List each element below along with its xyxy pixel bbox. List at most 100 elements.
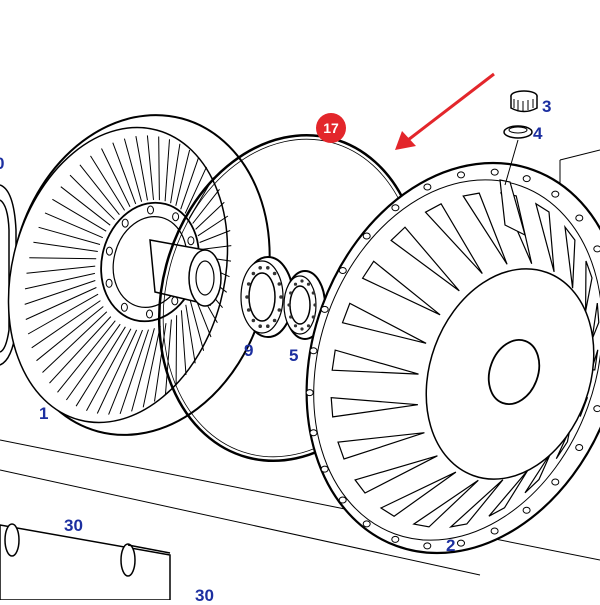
housing-rim-bolt	[320, 465, 329, 473]
bearing-ball	[246, 282, 251, 286]
bearing-ball	[246, 308, 251, 312]
housing-rib	[585, 260, 593, 312]
impeller-vane	[184, 166, 207, 214]
housing-rib	[448, 479, 504, 528]
bearing-ball	[251, 271, 256, 276]
seal-ball	[287, 303, 291, 307]
callout-cut-bottom: 30	[195, 586, 214, 605]
housing-rim-bolt	[309, 429, 318, 437]
impeller-vane	[90, 155, 126, 211]
impeller-vane	[175, 149, 191, 206]
seal-ball	[293, 282, 298, 286]
housing-rim-bolt	[575, 444, 584, 451]
highlighted-callout-17[interactable]: 17	[316, 113, 346, 143]
impeller-vane	[112, 142, 137, 205]
impeller-vane	[185, 304, 196, 364]
bearing-ball	[258, 324, 263, 329]
impeller-vane	[123, 138, 143, 202]
impeller-vane	[33, 241, 98, 252]
hub-bolt-hole	[105, 246, 113, 256]
seal-ball	[289, 291, 293, 295]
callout-1: 1	[39, 404, 49, 423]
housing-rim-bolt	[391, 535, 400, 543]
impeller-vane	[24, 280, 96, 305]
seal-ball	[306, 282, 311, 286]
seal-ball	[306, 324, 311, 328]
hub-bolt-hole	[120, 302, 128, 312]
housing-rim-bolt	[457, 539, 465, 547]
impeller-vane	[65, 323, 121, 401]
bearing-part-9	[240, 256, 294, 338]
housing-rib	[361, 260, 441, 316]
impeller-vane	[38, 226, 101, 245]
housing-rim-bolt	[338, 496, 347, 504]
callout-3: 3	[542, 97, 552, 116]
housing-rim-bolt	[490, 527, 499, 535]
washer-part-4	[503, 125, 533, 139]
seal-ball	[300, 279, 304, 283]
housing-rim-bolt	[309, 347, 318, 355]
housing-rib	[462, 192, 508, 265]
bearing-part-5	[283, 270, 326, 340]
impeller-vane	[86, 328, 132, 411]
impeller-vane	[29, 257, 97, 260]
hub-bolt-hole	[146, 309, 153, 319]
housing-rim-bolt	[522, 506, 531, 514]
housing-rim-bolt	[551, 478, 560, 486]
hub-bolt-hole	[147, 205, 154, 215]
impeller-vane	[195, 201, 225, 230]
seal-ball	[311, 315, 315, 319]
impeller-vane	[199, 230, 231, 243]
housing-rim-bolt	[490, 168, 499, 176]
housing-rib	[390, 226, 460, 292]
seal-ball	[300, 327, 304, 331]
impeller-vane	[25, 287, 97, 320]
construction-lines	[0, 149, 600, 576]
housing-rib	[524, 452, 552, 494]
seal-ball	[289, 315, 293, 319]
housing-rib	[555, 428, 571, 460]
bearing-ball	[272, 318, 277, 323]
impeller-vane	[175, 315, 178, 386]
housing-rib	[424, 202, 483, 275]
bearing-ball	[277, 308, 282, 312]
hub-bolt-hole	[172, 212, 180, 222]
plug-leader-line	[504, 139, 519, 186]
housing-rib	[330, 396, 418, 418]
housing-rim-bolt	[423, 183, 432, 191]
callout-9: 9	[244, 341, 254, 360]
impeller-vane	[192, 188, 220, 224]
impeller-vane	[180, 310, 187, 375]
impeller-vane	[31, 300, 101, 349]
impeller-vane	[165, 319, 172, 395]
impeller-vane	[42, 311, 108, 373]
bearing-ball	[258, 266, 263, 270]
bearing-ball	[266, 266, 270, 270]
bearing-ball	[245, 295, 249, 299]
callout-2: 2	[446, 536, 456, 555]
housing-rim-bolt	[338, 267, 347, 274]
callout-5: 5	[289, 346, 299, 365]
housing-rib	[341, 302, 427, 344]
housing-rim-bolt	[575, 214, 584, 222]
bearing-ball	[279, 295, 283, 299]
callout-30: 30	[64, 516, 83, 535]
impeller-vane	[170, 143, 181, 204]
shaft-part-30	[0, 523, 171, 600]
highlight-arrow	[395, 72, 495, 150]
impeller-vane	[36, 306, 104, 362]
hub-bolt-hole	[105, 278, 113, 288]
housing-rib	[337, 432, 425, 460]
housing-rim-bolt	[320, 305, 329, 313]
impeller-vane	[60, 186, 111, 226]
impeller-vane	[101, 148, 131, 208]
housing-rim-bolt	[457, 171, 465, 179]
impeller-vane	[142, 325, 161, 408]
housing-rim-bolt	[391, 204, 400, 212]
housing-rib	[534, 202, 555, 273]
impeller-vane	[131, 328, 155, 412]
housing-rim-bolt	[522, 175, 531, 183]
impeller-vane	[108, 329, 143, 415]
seal-ball	[311, 291, 315, 295]
